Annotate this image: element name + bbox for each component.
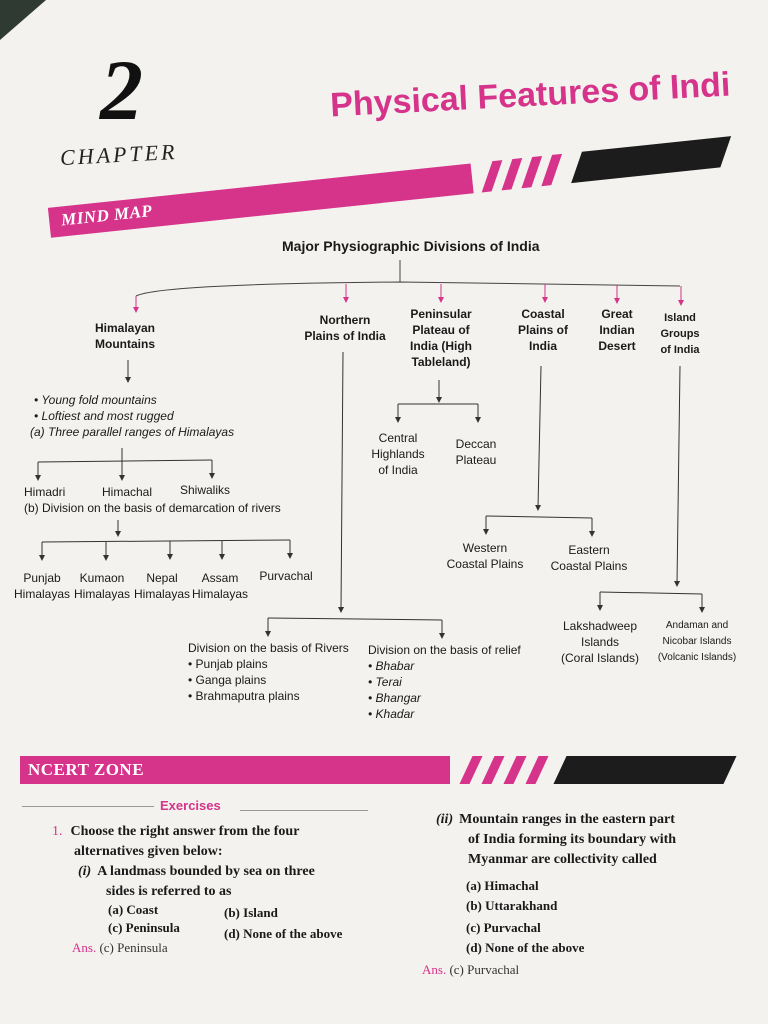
node-coastal-plains: Coastal Plains of India	[517, 307, 568, 353]
qii-option-a: (a) Himachal	[466, 878, 539, 893]
node-central-highlands: Central Highlands of India	[371, 431, 425, 477]
qi-answer: Ans. (c) Peninsula	[72, 940, 168, 955]
qi-option-a: (a) Coast	[108, 902, 159, 917]
qi-option-d: (d) None of the above	[224, 926, 343, 941]
qii-answer: Ans. (c) Purvachal	[422, 962, 520, 977]
node-eastern-coastal: Eastern Coastal Plains	[550, 543, 628, 573]
qi-option-c: (c) Peninsula	[108, 920, 180, 935]
qi-option-b: (b) Island	[224, 905, 278, 920]
question-1-i: (i)A landmass bounded by sea on three si…	[78, 864, 315, 899]
division-purvachal: Purvachal	[259, 569, 313, 583]
division-assam: Assam Himalayas	[192, 571, 249, 601]
division-caption: (b) Division on the basis of demarcation…	[24, 501, 281, 515]
question-1-ii: (ii)Mountain ranges in the eastern part …	[436, 812, 677, 867]
node-himalayan-mountains: Himalayan Mountains	[94, 321, 156, 351]
range-shiwaliks: Shiwaliks	[180, 483, 231, 497]
node-andaman-nicobar: Andaman and Nicobar Islands (Volcanic Is…	[657, 620, 737, 663]
exercises-rule-left	[22, 806, 154, 807]
exercises-heading: Exercises	[160, 798, 221, 813]
himalaya-points: • Young fold mountains • Loftiest and mo…	[30, 393, 235, 439]
node-deccan-plateau: Deccan Plateau	[455, 437, 497, 467]
node-island-groups: Island Groups of India	[660, 312, 700, 356]
mind-map-title: Major Physiographic Divisions of India	[282, 238, 540, 254]
ncert-banner: NCERT ZONE	[20, 752, 740, 792]
range-himachal: Himachal	[102, 485, 153, 499]
question-1: 1.Choose the right answer from the four …	[52, 824, 300, 859]
rivers-division: Division on the basis of Rivers • Punjab…	[188, 641, 349, 703]
qii-option-b: (b) Uttarakhand	[466, 898, 558, 913]
node-great-indian-desert: Great Indian Desert	[598, 307, 636, 353]
division-nepal: Nepal Himalayas	[134, 571, 191, 601]
exercises-rule-right	[240, 810, 368, 811]
ncert-label: NCERT ZONE	[28, 760, 145, 779]
qii-option-d: (d) None of the above	[466, 940, 585, 955]
node-lakshadweep: Lakshadweep Islands (Coral Islands)	[560, 619, 640, 665]
node-northern-plains: Northern Plains of India	[304, 313, 386, 343]
division-kumaon: Kumaon Himalayas	[74, 571, 131, 601]
relief-division: Division on the basis of relief • Bhabar…	[368, 643, 521, 721]
division-punjab: Punjab Himalayas	[14, 571, 71, 601]
chapter-number: 2	[100, 42, 143, 138]
qii-option-c: (c) Purvachal	[466, 920, 541, 935]
range-himadri: Himadri	[24, 485, 66, 499]
node-peninsular-plateau: Peninsular Plateau of India (High Tablel…	[410, 307, 472, 369]
node-western-coastal: Western Coastal Plains	[446, 541, 524, 571]
